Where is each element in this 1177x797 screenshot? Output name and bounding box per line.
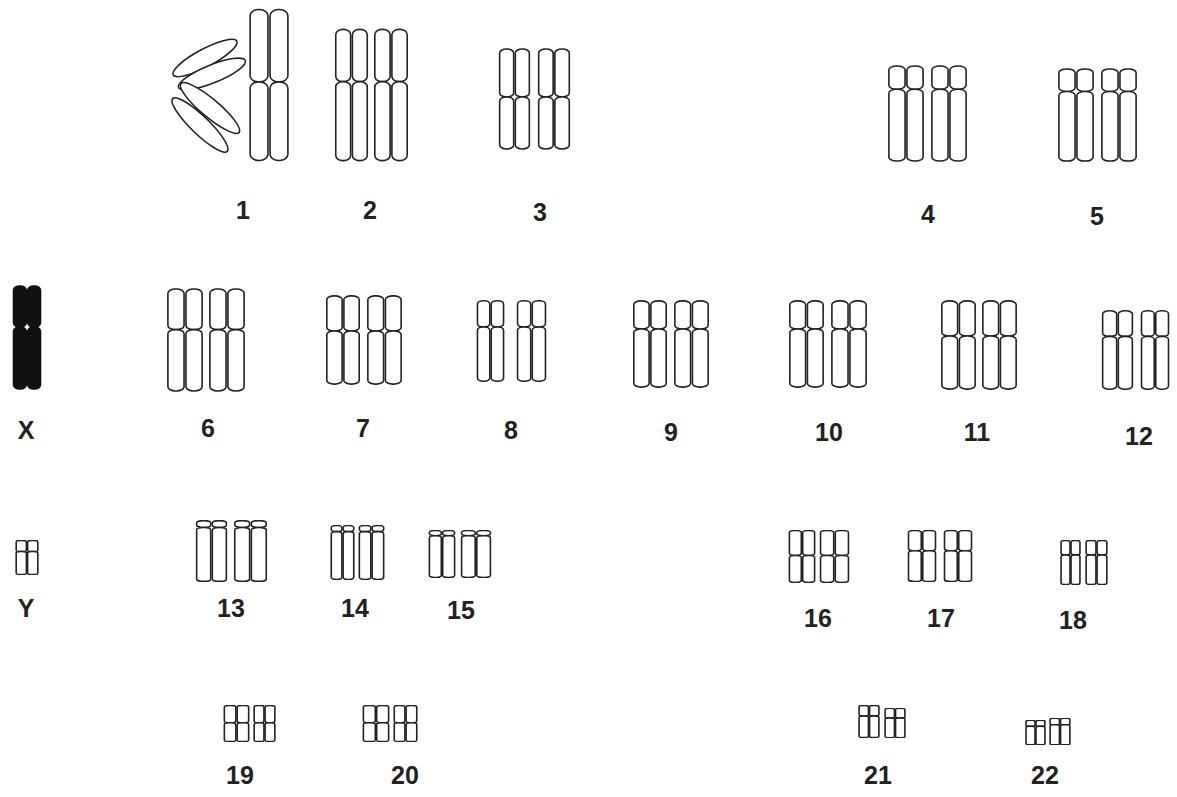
chromosome <box>1086 540 1107 584</box>
chromosome <box>789 531 814 583</box>
chromosome-number: 18 <box>1059 608 1087 633</box>
chromosome <box>942 301 975 389</box>
chromosome <box>336 29 368 160</box>
chromosome <box>859 705 879 737</box>
chromosome-number: 11 <box>964 420 990 445</box>
chromosome <box>394 705 417 741</box>
chromosome-number: 12 <box>1125 424 1153 449</box>
chromosome <box>675 301 708 387</box>
chromosome <box>327 296 359 384</box>
chromosome <box>1142 311 1169 389</box>
chromosome <box>359 526 383 580</box>
chromosome-number: 16 <box>804 606 832 631</box>
chromosome-number: 22 <box>1031 763 1059 788</box>
chromosome <box>1050 718 1070 744</box>
chromosome <box>197 521 227 582</box>
chromosome <box>983 301 1016 389</box>
chromosome-number: Y <box>18 596 35 621</box>
chromosome-number: 7 <box>356 416 370 441</box>
chromosome <box>634 301 666 387</box>
chromosome <box>539 49 570 149</box>
chromosome-number: 15 <box>447 598 475 623</box>
chromosome <box>250 10 288 161</box>
chromosome-number: 14 <box>341 596 369 621</box>
chromosome <box>932 66 966 161</box>
chromosome <box>254 705 275 741</box>
chromosome-number: 9 <box>664 420 678 445</box>
chromosome <box>462 530 491 577</box>
y-chromosome <box>16 540 38 574</box>
chromosome <box>368 296 401 384</box>
chromosome-number: X <box>18 418 35 443</box>
chromosome-number: 21 <box>864 763 892 788</box>
chromosome <box>790 301 823 387</box>
chromosome <box>477 301 503 381</box>
chromosome <box>500 49 530 149</box>
chromosome <box>518 301 546 381</box>
chromosome <box>235 521 267 582</box>
chromosome <box>1061 540 1080 584</box>
chromosome-number: 17 <box>927 606 955 631</box>
chromosome <box>331 526 354 580</box>
chromosome <box>363 705 388 741</box>
chromosome <box>909 531 936 582</box>
chromosome <box>945 531 972 582</box>
chromosome-number: 2 <box>363 198 377 223</box>
chromosome <box>885 708 905 737</box>
chromosome <box>889 66 923 161</box>
chromosome-number: 13 <box>217 596 245 621</box>
chromosome <box>832 301 866 387</box>
chromosome <box>375 29 407 160</box>
chromosome-number: 5 <box>1090 204 1104 229</box>
chromosome-fragments <box>166 33 248 158</box>
chromosome-number: 1 <box>236 198 250 223</box>
chromosome-number: 20 <box>391 763 419 788</box>
chromosome-number: 10 <box>815 420 843 445</box>
chromosome <box>1026 720 1045 745</box>
chromosome <box>1059 69 1093 161</box>
chromosome-number: 4 <box>921 202 935 227</box>
chromosome-number: 8 <box>504 418 518 443</box>
chromosome <box>1102 69 1136 161</box>
chromosome <box>168 289 202 391</box>
chromosome <box>224 705 248 741</box>
chromosome-number: 6 <box>201 416 215 441</box>
chromosome-number: 19 <box>226 763 254 788</box>
chromosome <box>821 531 849 583</box>
chromosome <box>1103 311 1133 389</box>
x-chromosome <box>14 286 41 389</box>
chromosome-number: 3 <box>533 200 547 225</box>
chromosome <box>210 289 244 391</box>
chromosome <box>429 530 454 577</box>
